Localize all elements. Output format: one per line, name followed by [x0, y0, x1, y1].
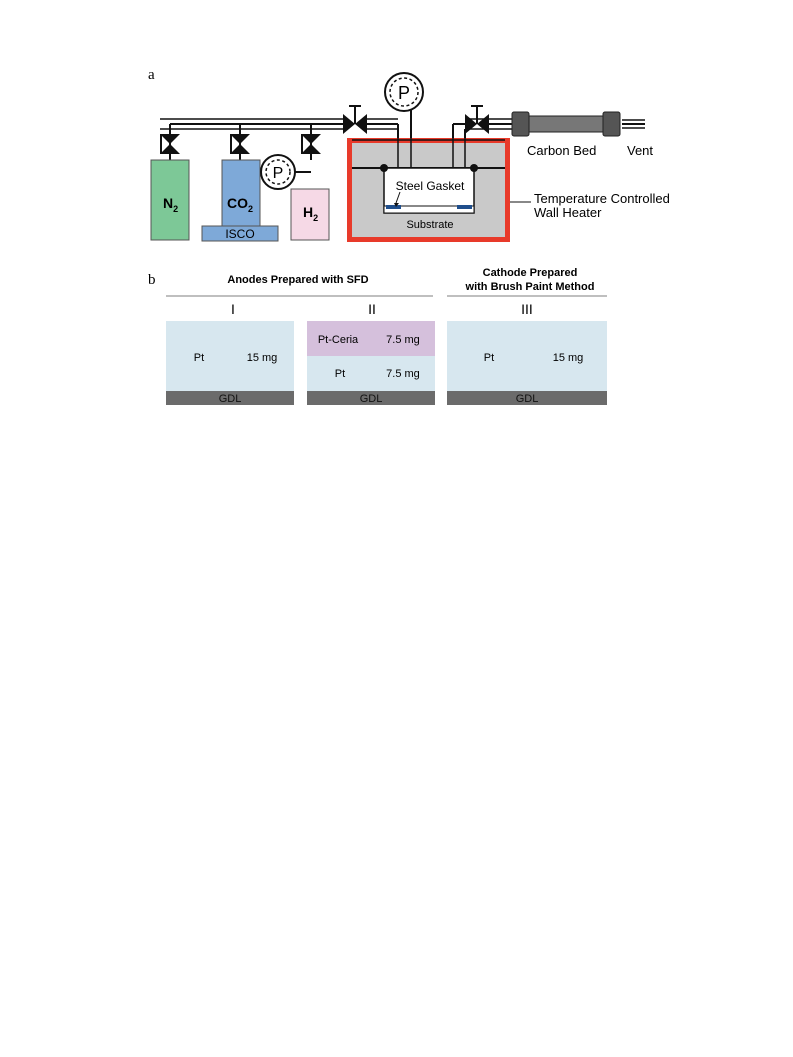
heater-label-line2: Wall Heater — [534, 205, 602, 220]
h2-valve-icon[interactable] — [301, 129, 321, 160]
cathode-header-line1: Cathode Prepared — [483, 267, 578, 279]
panel-b-letter: b — [148, 272, 156, 288]
heater-label-line1: Temperature Controlled — [534, 191, 670, 206]
reaction-vessel: Steel Gasket Substrate — [347, 138, 510, 242]
column-ii-numeral: II — [368, 301, 376, 317]
column-ii-top-name: Pt-Ceria — [318, 334, 359, 346]
substrate-label: Substrate — [406, 219, 453, 231]
h2-label: H — [303, 204, 313, 220]
isco-label: ISCO — [225, 227, 254, 241]
co2-label: CO — [227, 195, 248, 211]
vessel-pressure-gauge-icon: P — [384, 72, 424, 112]
h2-pressure-gauge-icon: P — [260, 154, 311, 190]
inlet-valve-icon[interactable] — [343, 105, 367, 134]
anodes-header: Anodes Prepared with SFD — [227, 274, 368, 286]
h2-cylinder: H2 — [290, 188, 330, 241]
column-iii: III Pt 15 mg GDL — [447, 301, 607, 405]
svg-text:H2: H2 — [303, 204, 318, 223]
column-i-layer-mass: 15 mg — [247, 352, 278, 364]
column-i-layer-name: Pt — [194, 352, 204, 364]
svg-text:CO2: CO2 — [227, 195, 253, 214]
svg-text:N2: N2 — [163, 195, 178, 214]
carbon-bed — [511, 111, 621, 137]
svg-text:P: P — [273, 165, 284, 182]
column-i-gdl: GDL — [219, 393, 242, 405]
carbon-bed-label: Carbon Bed — [527, 143, 596, 158]
n2-cylinder: N2 — [150, 159, 190, 241]
n2-valve-icon[interactable] — [160, 129, 180, 160]
column-iii-numeral: III — [521, 301, 533, 317]
column-iii-gdl: GDL — [516, 393, 539, 405]
column-ii-top-mass: 7.5 mg — [386, 334, 420, 346]
n2-label: N — [163, 195, 173, 211]
outlet-valve-icon[interactable] — [465, 105, 489, 134]
isco-pump-base: ISCO — [201, 225, 279, 242]
column-ii: II Pt-Ceria 7.5 mg Pt 7.5 mg GDL — [307, 301, 435, 405]
column-i-numeral: I — [231, 301, 235, 317]
column-ii-gdl: GDL — [360, 393, 383, 405]
column-iii-layer-name: Pt — [484, 352, 494, 364]
column-i: I Pt 15 mg GDL — [166, 301, 294, 405]
panel-a-letter: a — [148, 67, 155, 83]
column-ii-bottom-mass: 7.5 mg — [386, 368, 420, 380]
co2-valve-icon[interactable] — [230, 129, 250, 160]
svg-text:P: P — [398, 83, 410, 103]
co2-cylinder: CO2 — [221, 159, 261, 227]
steel-gasket-label: Steel Gasket — [396, 179, 465, 193]
column-ii-bottom-name: Pt — [335, 368, 345, 380]
vent-label: Vent — [627, 143, 653, 158]
cathode-header-line2: with Brush Paint Method — [465, 281, 595, 293]
column-iii-layer-mass: 15 mg — [553, 352, 584, 364]
